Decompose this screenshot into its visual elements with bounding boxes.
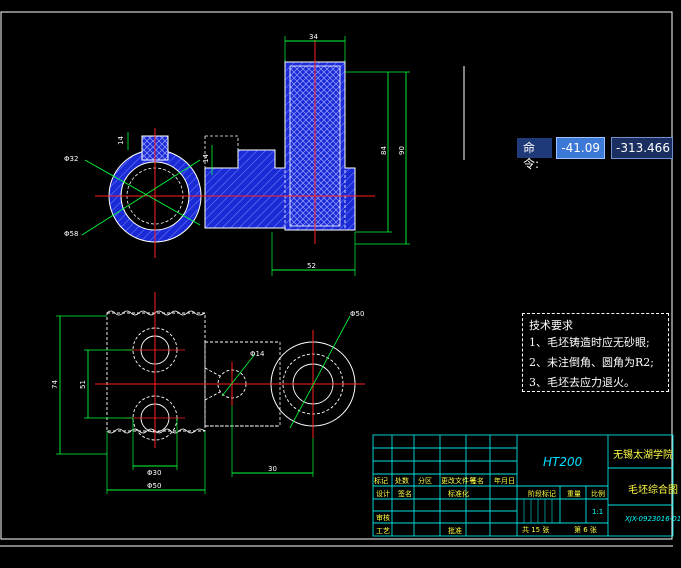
plan-dim-texts: 74 51 Φ30 Φ50 30 Φ14 Φ50 [51, 310, 364, 490]
leader-phi32 [84, 159, 201, 226]
command-bar[interactable]: 命令: -41.09 -313.466 [517, 137, 673, 171]
dim-phi32-text: Φ32 [64, 155, 78, 163]
tb-header-change: 更改文件号 [441, 477, 476, 485]
front-dim-texts: 34 84 90 52 14 14 Φ32 Φ58 [64, 33, 406, 270]
school-name: 无锡太湖学院 [613, 450, 673, 461]
dim-top-width-text: 34 [309, 33, 318, 41]
leader-right-phi50 [289, 315, 351, 429]
dim-phi58-text: Φ58 [64, 230, 78, 238]
dim-plan-offset-text: 30 [268, 465, 277, 473]
tb-header-zone: 分区 [418, 477, 432, 485]
coordinate-x-input[interactable]: -41.09 [556, 137, 605, 159]
dim-plan-height-inner-text: 51 [79, 380, 87, 389]
drawing-border [0, 11, 673, 540]
leader-phi58 [81, 159, 201, 236]
leader-mid-phi14 [221, 353, 256, 397]
plan-left-block [106, 312, 206, 432]
tb-weight: 重量 [567, 490, 581, 498]
dim-plan-height-outer-text: 74 [51, 380, 59, 389]
tb-sign: 签名 [398, 490, 412, 498]
drawing-name: 毛坯综合图 [628, 485, 678, 496]
dim-height-inner-text: 84 [380, 146, 388, 155]
plan-wavy-top [106, 310, 206, 316]
tech-req-item-2: 2、未注倒角、圆角为R2; [529, 356, 654, 369]
plan-view [56, 292, 365, 494]
coordinate-y-input[interactable]: -313.466 [611, 137, 673, 159]
drawing-code: XJX-0923016-01 [625, 515, 681, 523]
tb-header-mark: 标记 [374, 477, 388, 485]
tb-sheets-total: 共 15 张 [522, 526, 550, 534]
dim-plan-phi14-text: Φ14 [250, 350, 265, 358]
tb-header-date: 年月日 [494, 477, 515, 485]
dim-boss-height-text: 14 [117, 136, 125, 145]
tb-header-count: 处数 [395, 477, 409, 485]
front-section-view [81, 36, 410, 276]
tb-design: 设计 [376, 490, 390, 498]
material-text: HT200 [543, 455, 583, 469]
dim-step-text: 14 [202, 154, 210, 163]
dim-plan-phi30-text: Φ30 [147, 469, 161, 477]
tech-req-item-1: 1、毛坯铸造时应无砂眼; [529, 336, 650, 349]
front-dashed-outline [204, 60, 346, 230]
tech-req-title: 技术要求 [529, 319, 573, 332]
tb-sheet-number: 第 6 张 [574, 526, 597, 534]
dim-height-outer-text: 90 [398, 146, 406, 155]
tb-standard: 标准化 [448, 490, 469, 498]
dim-plan-phi50r-text: Φ50 [350, 310, 364, 318]
tb-header-sign: 签名 [470, 477, 484, 485]
tb-scale-header: 比例 [591, 490, 605, 498]
tech-req-item-3: 3、毛坯去应力退火。 [529, 376, 635, 389]
title-block [372, 434, 674, 537]
tb-stage-mark: 阶段标记 [528, 490, 556, 498]
dim-plan-phi50-text: Φ50 [147, 482, 161, 490]
tb-scale-value: 1:1 [592, 508, 604, 516]
command-label: 命令: [517, 138, 553, 171]
technical-requirements-box: 技术要求 1、毛坯铸造时应无砂眼; 2、未注倒角、圆角为R2; 3、毛坯去应力退… [522, 313, 669, 392]
tb-approve: 批准 [448, 527, 462, 535]
tb-review: 审核 [376, 514, 390, 522]
dim-base-width-text: 52 [307, 262, 316, 270]
title-block-frame [372, 434, 674, 537]
tb-process: 工艺 [376, 527, 390, 535]
